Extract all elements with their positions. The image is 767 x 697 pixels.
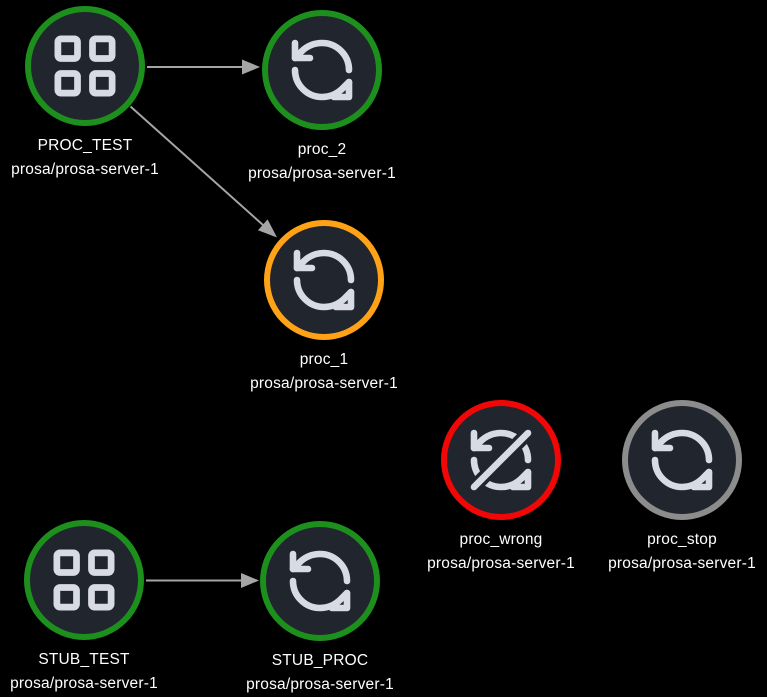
node-proc-1: proc_1 prosa/prosa-server-1 — [214, 220, 434, 396]
edge-proc-test-to-proc-1 — [129, 105, 277, 238]
apps-grid-icon — [54, 35, 116, 97]
node-label: STUB_TEST — [38, 651, 130, 668]
node-proc-2: proc_2 prosa/prosa-server-1 — [212, 10, 432, 186]
node-proc-stop: proc_stop prosa/prosa-server-1 — [572, 400, 767, 576]
sync-icon — [293, 249, 355, 311]
node-sublabel: prosa/prosa-server-1 — [10, 675, 158, 692]
sync-icon — [651, 429, 713, 491]
node-proc-test-circle[interactable] — [25, 6, 145, 126]
node-sublabel: prosa/prosa-server-1 — [608, 555, 756, 572]
node-proc-1-circle[interactable] — [264, 220, 384, 340]
edge-stub-test-to-stub-proc — [146, 573, 259, 588]
node-label: PROC_TEST — [37, 137, 133, 154]
node-sublabel: prosa/prosa-server-1 — [250, 375, 398, 392]
node-proc-2-circle[interactable] — [262, 10, 382, 130]
node-sublabel: prosa/prosa-server-1 — [248, 165, 396, 182]
node-proc-stop-circle[interactable] — [622, 400, 742, 520]
node-label: proc_wrong — [459, 531, 543, 548]
node-stub-proc: STUB_PROC prosa/prosa-server-1 — [210, 521, 430, 697]
node-label: proc_2 — [297, 141, 347, 158]
node-label: proc_1 — [299, 351, 349, 368]
edge-proc-test-to-proc-2 — [147, 59, 260, 75]
node-stub-test: STUB_TEST prosa/prosa-server-1 — [0, 520, 194, 696]
node-sublabel: prosa/prosa-server-1 — [246, 676, 394, 693]
sync-icon — [291, 39, 353, 101]
apps-grid-icon — [53, 549, 115, 611]
node-sublabel: prosa/prosa-server-1 — [427, 555, 575, 572]
node-stub-proc-circle[interactable] — [260, 521, 380, 641]
node-label: proc_stop — [647, 531, 717, 548]
node-label: STUB_PROC — [271, 652, 369, 669]
node-proc-wrong-circle[interactable] — [441, 400, 561, 520]
sync-slash-icon — [467, 426, 535, 494]
sync-icon — [289, 550, 351, 612]
node-proc-wrong: proc_wrong prosa/prosa-server-1 — [391, 400, 611, 576]
node-stub-test-circle[interactable] — [24, 520, 144, 640]
node-proc-test: PROC_TEST prosa/prosa-server-1 — [0, 6, 195, 182]
node-sublabel: prosa/prosa-server-1 — [11, 161, 159, 178]
